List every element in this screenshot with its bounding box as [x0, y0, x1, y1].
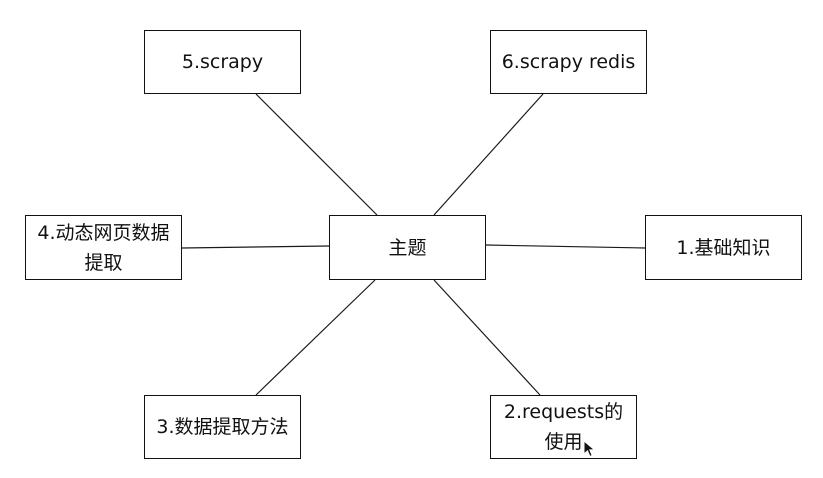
node-basic-knowledge-label: 1.基础知识 [676, 236, 771, 259]
link-center-to-scrapy-redis [433, 93, 544, 216]
node-scrapy-redis-label: 6.scrapy redis [501, 51, 636, 73]
node-dynamic-page-data[interactable]: 4.动态网页数据提取 [25, 215, 182, 280]
node-scrapy-label: 5.scrapy [181, 51, 264, 73]
node-dynamic-page-data-label: 4.动态网页数据提取 [37, 221, 170, 274]
link-center-to-requests-usage [433, 279, 541, 396]
link-center-to-data-extraction-methods [255, 279, 376, 396]
mouse-pointer-icon [583, 440, 596, 458]
link-center-to-basic-knowledge [485, 244, 646, 249]
node-center-topic[interactable]: 主题 [329, 215, 486, 280]
node-scrapy[interactable]: 5.scrapy [144, 30, 301, 94]
link-center-to-dynamic-page-data [181, 245, 330, 249]
node-requests-usage[interactable]: 2.requests的使用 [490, 395, 637, 459]
node-data-extraction-methods[interactable]: 3.数据提取方法 [144, 395, 301, 459]
link-center-to-scrapy [255, 93, 378, 216]
node-scrapy-redis[interactable]: 6.scrapy redis [490, 30, 647, 94]
node-requests-usage-label: 2.requests的使用 [503, 401, 624, 453]
node-basic-knowledge[interactable]: 1.基础知识 [645, 215, 802, 280]
node-center-topic-label: 主题 [388, 236, 427, 259]
node-data-extraction-methods-label: 3.数据提取方法 [156, 416, 289, 438]
